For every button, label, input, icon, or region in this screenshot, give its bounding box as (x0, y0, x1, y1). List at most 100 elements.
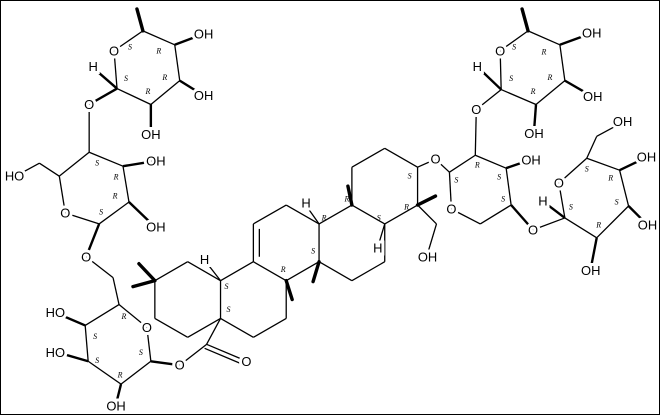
bond (15, 162, 40, 177)
atom-label: OH (194, 88, 213, 103)
stereocenter-label: S (501, 195, 505, 204)
stereocenter-label: S (95, 356, 99, 365)
bond (543, 201, 566, 219)
bond (253, 261, 287, 282)
bond (558, 183, 566, 219)
atom-label: OH (141, 127, 160, 142)
atom-label: OH (194, 26, 213, 41)
bond (187, 317, 221, 338)
atom-label: OH (524, 126, 543, 141)
atom-label: OH (637, 150, 656, 165)
atom-label: H (373, 240, 382, 255)
bond (510, 204, 534, 231)
atom-label: O (554, 176, 564, 191)
bond (564, 217, 598, 239)
bond (505, 168, 512, 206)
bond (586, 136, 598, 159)
bond (596, 122, 621, 137)
bond (558, 157, 588, 184)
bond (351, 261, 386, 282)
bond (505, 159, 530, 170)
bond (131, 278, 157, 289)
atom-label: OH (613, 114, 632, 129)
atom-label: O (142, 320, 152, 335)
bond (204, 347, 243, 365)
bond (112, 277, 120, 305)
bond (559, 44, 566, 81)
bond (532, 104, 538, 132)
stereocenter-label: R (117, 371, 123, 380)
bond (58, 151, 90, 177)
stereocenter-label: S (225, 282, 229, 291)
bond (627, 205, 648, 225)
bond (448, 172, 453, 210)
atom-label: OH (106, 399, 125, 414)
bond (520, 7, 530, 33)
bond (306, 206, 320, 225)
stereocenter-label: R (541, 47, 547, 56)
bond (220, 261, 254, 282)
bond (150, 80, 181, 105)
stereocenter-label: R (474, 161, 480, 170)
bond (85, 223, 101, 258)
bond (351, 204, 386, 225)
bond (174, 32, 205, 46)
atom-label: O (175, 358, 185, 373)
bond (58, 176, 66, 214)
bond (435, 158, 450, 173)
bond (122, 166, 130, 203)
bond (559, 32, 591, 46)
stereocenter-label: S (454, 176, 458, 185)
atom-label: HO (46, 305, 65, 320)
bond (346, 184, 354, 207)
bond (535, 80, 566, 105)
atom-label: O (84, 97, 94, 112)
stereocenter-label: R (280, 265, 286, 274)
stereocenter-label: S (95, 159, 99, 168)
bond (253, 317, 287, 338)
stereocenter-label: R (403, 203, 409, 212)
atom-label: H (473, 59, 482, 74)
bond (284, 278, 294, 302)
bond (500, 88, 537, 106)
bond (179, 79, 205, 97)
bond (384, 204, 418, 225)
stereocenter-label: S (311, 246, 315, 255)
atom-label: H (301, 196, 310, 211)
stereocenter-label: S (139, 348, 143, 357)
stereocenter-label: R (161, 73, 167, 82)
bond (128, 201, 155, 227)
bond (98, 201, 130, 225)
bond (88, 151, 124, 167)
bond (65, 212, 100, 225)
bond (142, 30, 176, 46)
bond (451, 208, 481, 225)
bond (135, 7, 145, 33)
stereocenter-label: R (144, 87, 150, 96)
bond (253, 204, 287, 225)
bond (146, 327, 152, 362)
bond (499, 30, 529, 52)
bond (206, 262, 222, 282)
bond (84, 325, 89, 362)
bond (415, 194, 438, 207)
bond (479, 204, 512, 225)
bond (113, 30, 144, 52)
atom-label: HO (46, 345, 65, 360)
bond (206, 343, 245, 361)
bond (137, 262, 157, 283)
atom-label: H (538, 194, 547, 209)
atom-label: O (528, 222, 538, 237)
bond (619, 157, 645, 172)
stereocenter-label: S (124, 74, 128, 83)
bond (118, 304, 148, 328)
bond (499, 50, 502, 90)
bond (378, 223, 386, 245)
bond (449, 154, 476, 173)
atom-label: H (200, 252, 209, 267)
stereocenter-label: S (93, 332, 97, 341)
atom-label: OH (582, 25, 601, 40)
stereocenter-label: R (321, 213, 327, 222)
bond (179, 343, 207, 366)
